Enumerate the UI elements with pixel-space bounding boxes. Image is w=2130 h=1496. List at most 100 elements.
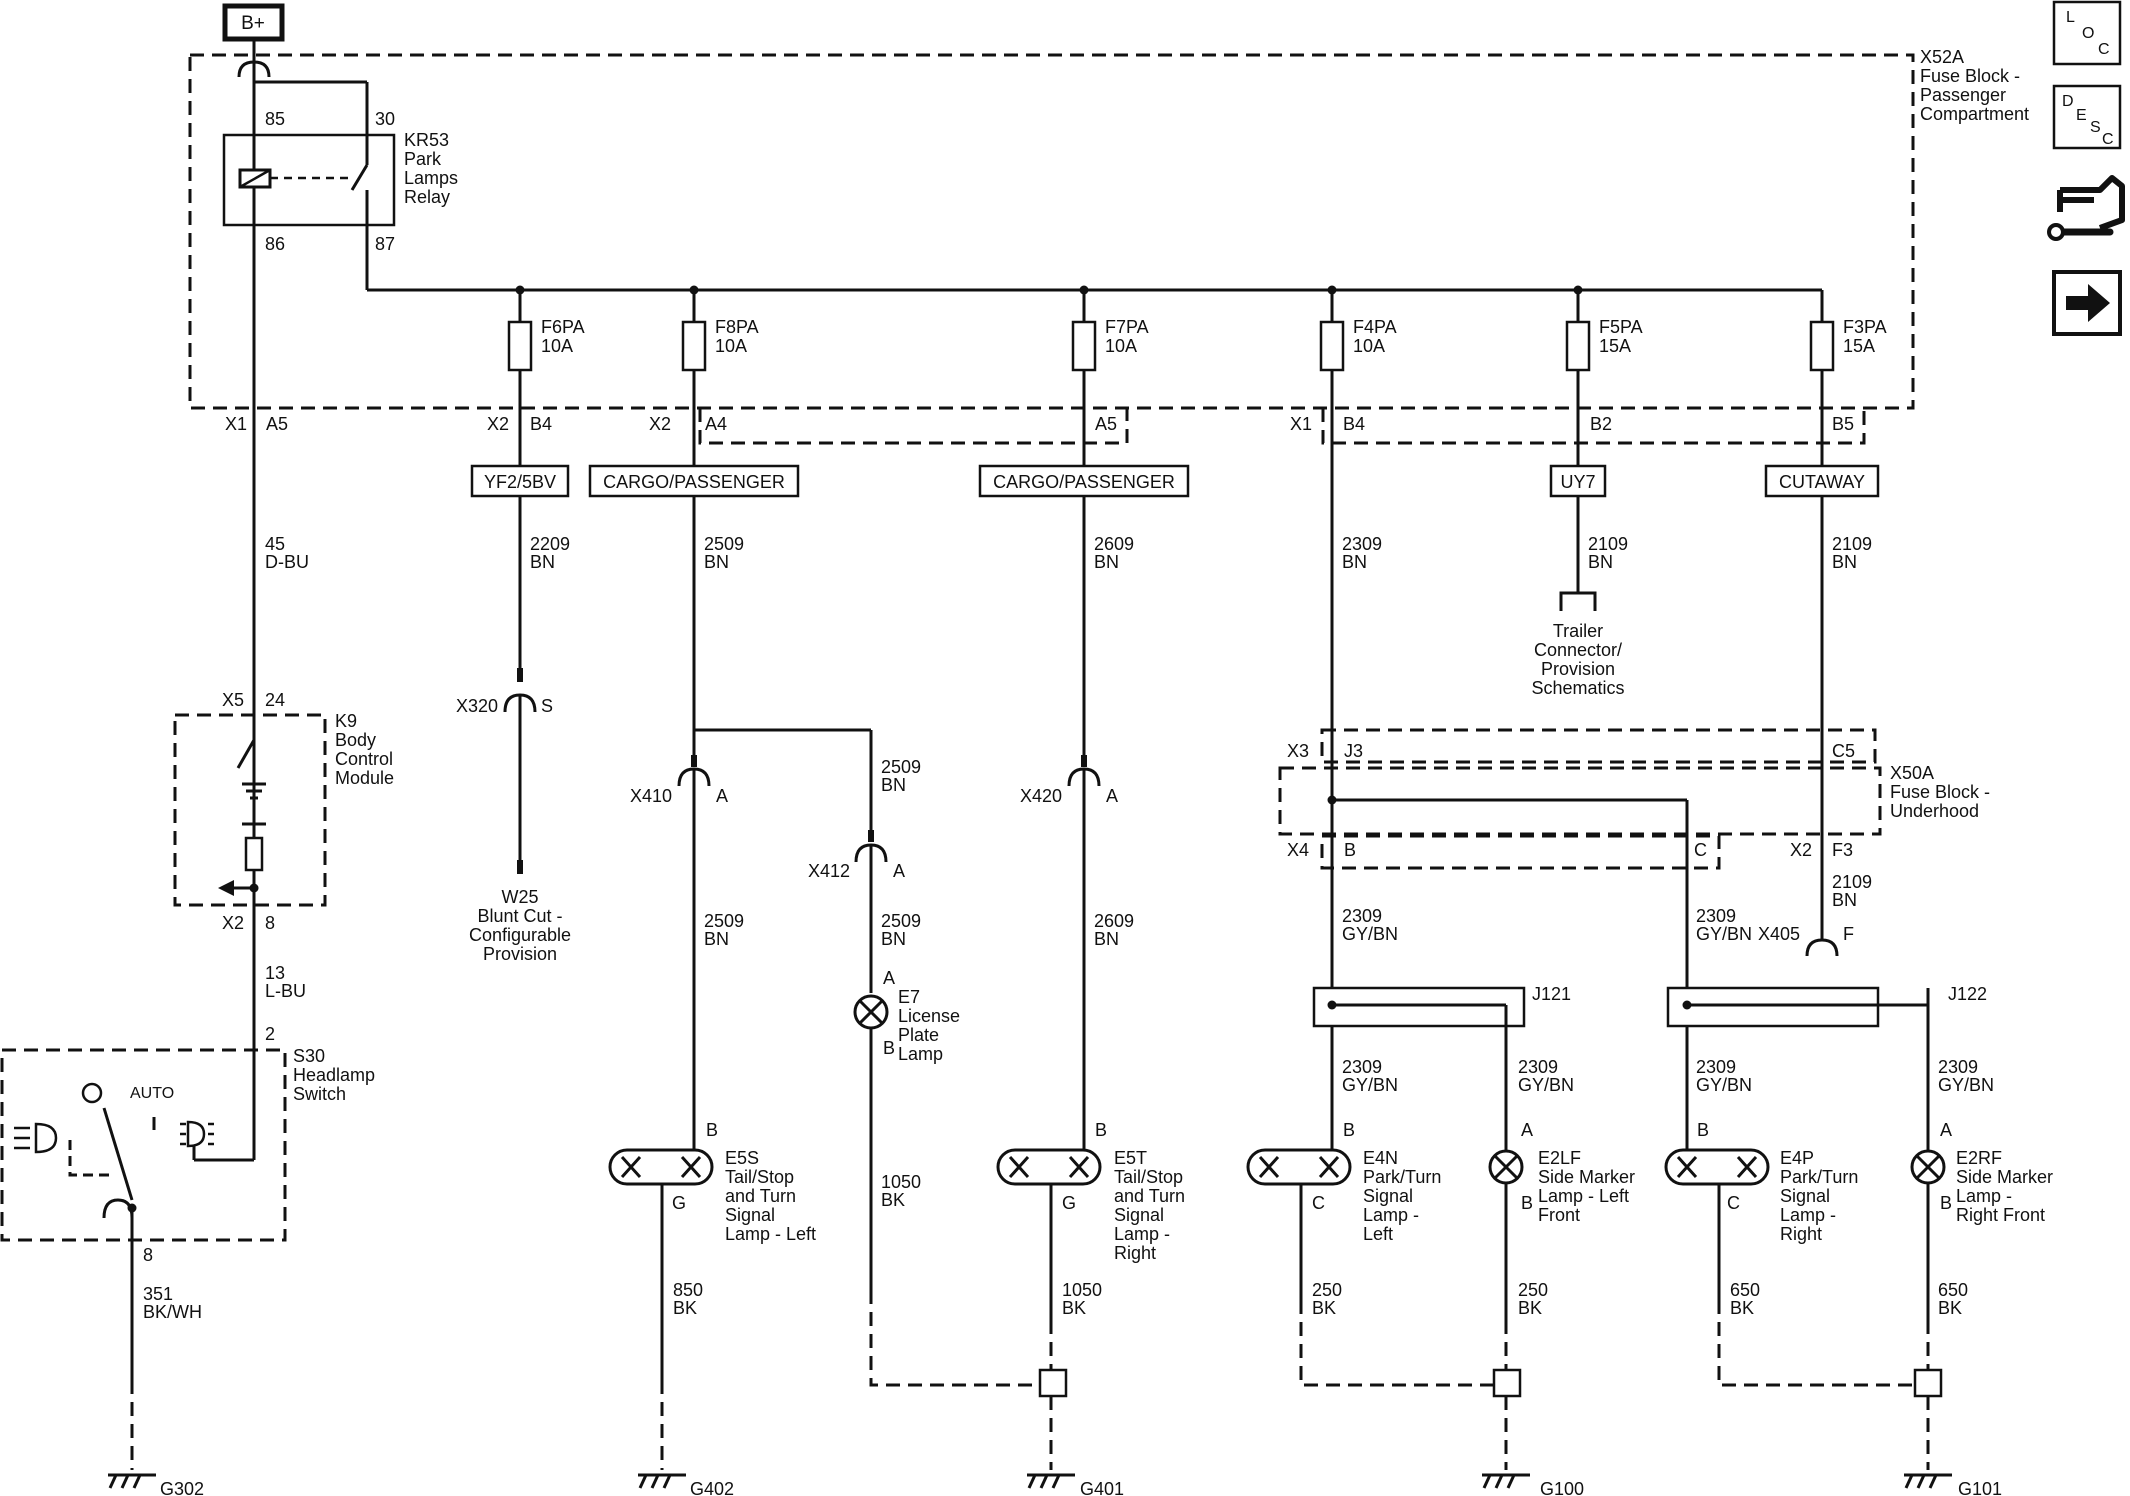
svg-text:F5PA: F5PA xyxy=(1599,317,1643,337)
svg-text:C: C xyxy=(1694,840,1707,860)
svg-text:L: L xyxy=(2066,9,2075,26)
fuse-f5pa: F5PA 15A xyxy=(1565,290,1643,480)
svg-text:A5: A5 xyxy=(266,414,288,434)
next-page-arrow-button[interactable] xyxy=(2052,270,2122,336)
svg-text:Tail/Stop: Tail/Stop xyxy=(1114,1167,1183,1187)
bcm-input-switch xyxy=(236,739,256,769)
option-tag-cargo-left: CARGO/PASSENGER xyxy=(588,464,800,498)
x3-connector-outline xyxy=(1320,728,1877,764)
e4p-label: E4P Park/Turn Signal Lamp - Right xyxy=(1780,1148,1858,1244)
svg-text:2609: 2609 xyxy=(1094,534,1134,554)
svg-text:10A: 10A xyxy=(1353,336,1385,356)
splice-pack-j122 xyxy=(1666,986,1880,1028)
svg-text:F4PA: F4PA xyxy=(1353,317,1397,337)
svg-text:2109: 2109 xyxy=(1832,534,1872,554)
svg-text:Signal: Signal xyxy=(1363,1186,1413,1206)
svg-text:Signal: Signal xyxy=(1780,1186,1830,1206)
svg-text:F3PA: F3PA xyxy=(1843,317,1887,337)
svg-text:86: 86 xyxy=(265,234,285,254)
e5s-label: E5S Tail/Stop and Turn Signal Lamp - Lef… xyxy=(725,1148,816,1244)
svg-text:X320: X320 xyxy=(456,696,498,716)
svg-text:2509: 2509 xyxy=(704,911,744,931)
svg-text:G: G xyxy=(1062,1193,1076,1213)
svg-text:650: 650 xyxy=(1730,1280,1760,1300)
svg-text:BN: BN xyxy=(1342,552,1367,572)
svg-text:2509: 2509 xyxy=(704,534,744,554)
svg-text:1050: 1050 xyxy=(1062,1280,1102,1300)
svg-text:Park/Turn: Park/Turn xyxy=(1780,1167,1858,1187)
svg-text:Lamp -: Lamp - xyxy=(1780,1205,1836,1225)
svg-text:BK: BK xyxy=(881,1190,905,1210)
svg-text:Connector/: Connector/ xyxy=(1534,640,1622,660)
ground-g101-icon: G101 xyxy=(1904,1473,2002,1496)
svg-text:A: A xyxy=(1521,1120,1533,1140)
svg-text:BK: BK xyxy=(1062,1298,1086,1318)
fuse-f8pa: F8PA 10A xyxy=(681,290,759,480)
svg-text:Side Marker: Side Marker xyxy=(1956,1167,2053,1187)
svg-text:G302: G302 xyxy=(160,1479,204,1496)
wire-label-2109-cutaway: 2109 BN xyxy=(1832,534,1872,572)
svg-text:X412: X412 xyxy=(808,861,850,881)
wire-label-2109-x405: 2109 BN xyxy=(1832,872,1872,910)
svg-text:CARGO/PASSENGER: CARGO/PASSENGER xyxy=(603,472,785,492)
connector-wrench-icon[interactable] xyxy=(2047,175,2125,241)
svg-text:G401: G401 xyxy=(1080,1479,1124,1496)
svg-text:A: A xyxy=(1106,786,1118,806)
w25-label: W25 Blunt Cut - Configurable Provision xyxy=(469,887,571,964)
x2-connector-outline xyxy=(698,408,1129,445)
svg-text:10A: 10A xyxy=(1105,336,1137,356)
side-marker-lamp-left-front xyxy=(1488,1149,1524,1185)
wire-label-2609-mid: 2609 BN xyxy=(1094,911,1134,949)
svg-text:A5: A5 xyxy=(1095,414,1117,434)
svg-text:13: 13 xyxy=(265,963,285,983)
svg-text:BN: BN xyxy=(1094,929,1119,949)
wire-label-2509-e7: 2509 BN xyxy=(881,911,921,949)
svg-text:and Turn: and Turn xyxy=(725,1186,796,1206)
svg-text:Underhood: Underhood xyxy=(1890,801,1979,821)
svg-text:F6PA: F6PA xyxy=(541,317,585,337)
svg-text:L-BU: L-BU xyxy=(265,981,306,1001)
svg-text:Side Marker: Side Marker xyxy=(1538,1167,1635,1187)
svg-text:B2: B2 xyxy=(1590,414,1612,434)
e2lf-label: E2LF Side Marker Lamp - Left Front xyxy=(1538,1148,1635,1225)
ground-splice-g100 xyxy=(1492,1368,1522,1398)
svg-text:X405: X405 xyxy=(1758,924,1800,944)
svg-text:GY/BN: GY/BN xyxy=(1696,1075,1752,1095)
wire-label-850: 850 BK xyxy=(673,1280,703,1318)
ground-splice-g401 xyxy=(1038,1368,1068,1398)
wire-label-45: 45 D-BU xyxy=(265,534,309,572)
svg-text:Lamp -: Lamp - xyxy=(1114,1224,1170,1244)
svg-text:Left: Left xyxy=(1363,1224,1393,1244)
svg-text:BN: BN xyxy=(1588,552,1613,572)
wire-label-2509-mid: 2509 BN xyxy=(704,911,744,949)
svg-text:C: C xyxy=(2102,131,2114,148)
svg-text:E7: E7 xyxy=(898,987,920,1007)
wire-label-351: 351 BK/WH xyxy=(143,1284,202,1322)
svg-text:C: C xyxy=(2098,41,2110,58)
svg-text:S30: S30 xyxy=(293,1046,325,1066)
svg-text:J122: J122 xyxy=(1948,984,1987,1004)
battery-power-terminal: B+ xyxy=(222,3,285,42)
wire-label-650-e2rf: 650 BK xyxy=(1938,1280,1968,1318)
location-view-button[interactable]: L O C xyxy=(2052,0,2122,66)
svg-text:X3: X3 xyxy=(1287,741,1309,761)
auto-lamp-icon xyxy=(180,1120,214,1148)
svg-text:E4N: E4N xyxy=(1363,1148,1398,1168)
svg-text:250: 250 xyxy=(1518,1280,1548,1300)
svg-text:Lamp -: Lamp - xyxy=(1363,1205,1419,1225)
fuse-block-underhood-label: X50A Fuse Block - Underhood xyxy=(1890,763,1990,821)
svg-text:A: A xyxy=(1940,1120,1952,1140)
svg-text:BK: BK xyxy=(1938,1298,1962,1318)
fuse-f6pa: F6PA 10A xyxy=(507,290,585,480)
headlamp-switch xyxy=(0,1048,287,1242)
svg-text:A: A xyxy=(883,968,895,988)
svg-text:F: F xyxy=(1843,924,1854,944)
svg-text:850: 850 xyxy=(673,1280,703,1300)
headlamp-switch-label: S30 Headlamp Switch xyxy=(293,1046,375,1104)
svg-text:A4: A4 xyxy=(705,414,727,434)
description-view-button[interactable]: D E S C xyxy=(2052,84,2122,150)
wire-label-2309-e4n: 2309 GY/BN xyxy=(1342,1057,1398,1095)
svg-text:B: B xyxy=(1343,1120,1355,1140)
svg-text:W25: W25 xyxy=(501,887,538,907)
body-control-module xyxy=(173,713,327,907)
